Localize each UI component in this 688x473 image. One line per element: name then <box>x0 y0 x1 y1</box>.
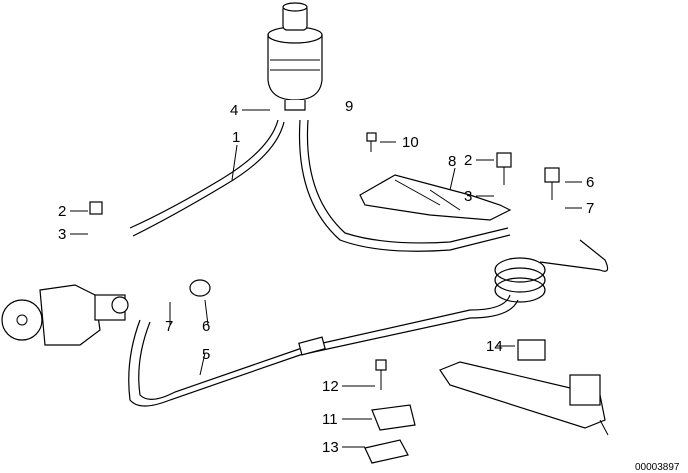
steering-rack <box>439 361 609 436</box>
callout-3-middle: 3 <box>464 188 472 205</box>
callout-2-right: 2 <box>464 152 472 169</box>
callout-labels: 1 2 2 3 3 3 4 5 6 6 7 7 8 9 10 11 12 13 … <box>58 98 594 456</box>
pressure-hose <box>128 294 519 407</box>
callout-11: 11 <box>322 411 338 428</box>
callout-4: 4 <box>230 102 238 119</box>
bolt-12 <box>375 359 387 390</box>
callout-6-right: 6 <box>586 174 594 191</box>
callout-10: 10 <box>402 134 419 151</box>
leader-lines <box>70 109 582 448</box>
callout-2-left: 2 <box>58 203 66 220</box>
callout-12: 12 <box>322 378 339 395</box>
cooler-bracket <box>359 174 512 221</box>
callout-9: 9 <box>345 98 353 115</box>
power-steering-pump <box>1 284 129 346</box>
callout-3-left: 3 <box>58 226 66 243</box>
clip-14 <box>517 339 546 361</box>
return-hose <box>129 119 285 237</box>
clip-13 <box>364 439 409 464</box>
reference-code: 00003897 <box>635 462 680 473</box>
bolt-2-right <box>496 152 512 185</box>
plug-6-left <box>189 279 211 297</box>
callout-7-left: 7 <box>165 318 173 335</box>
reservoir <box>267 2 323 111</box>
callout-8: 8 <box>448 153 456 170</box>
bolt-2-left <box>89 201 103 215</box>
clamp-11 <box>371 404 416 431</box>
callout-6-left: 6 <box>202 318 210 335</box>
callout-14: 14 <box>486 338 503 355</box>
callout-5: 5 <box>202 346 210 363</box>
callout-1: 1 <box>232 129 240 146</box>
cooling-coil <box>494 239 609 303</box>
bolt-10 <box>366 132 377 152</box>
callout-7-right: 7 <box>586 200 594 217</box>
bolt-6-right <box>544 167 560 200</box>
callout-13: 13 <box>322 439 339 456</box>
suction-hose <box>298 119 511 252</box>
